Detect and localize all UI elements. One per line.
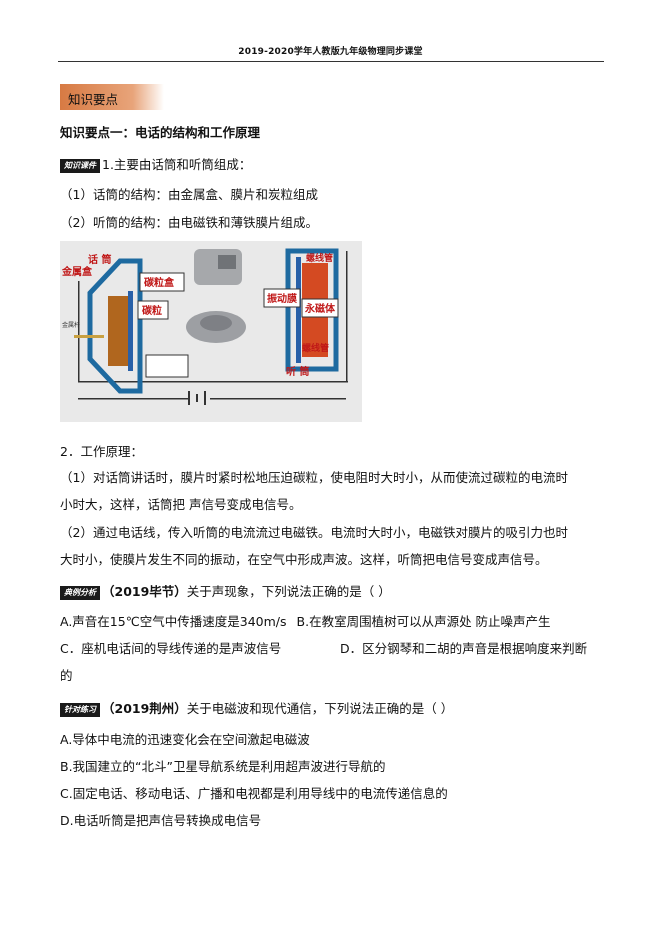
label-metal-rod: 金属杆 bbox=[62, 321, 80, 329]
section-tag-label: 知识要点 bbox=[68, 92, 119, 107]
example-question-row: 典例分析（2019毕节）关于声现象，下列说法正确的是（ ） bbox=[60, 581, 391, 600]
practice-source: （2019荆州） bbox=[102, 701, 187, 716]
point-title: 知识要点一：电话的结构和工作原理 bbox=[60, 125, 261, 140]
item1-sub1: （1）话筒的结构：由金属盒、膜片和炭粒组成 bbox=[60, 187, 318, 202]
label-mic: 话 筒 bbox=[88, 253, 111, 266]
page-header: 2019-2020学年人教版九年级物理同步课堂 bbox=[238, 47, 423, 57]
item1-title: 1.主要由话筒和听筒组成： bbox=[102, 157, 252, 172]
example-options-ab: A.声音在15℃空气中传播速度是340m/s B.在教室周围植树可以从声源处 防止… bbox=[60, 611, 551, 630]
example-option-b: B.在教室周围植树可以从声源处 防止噪声产生 bbox=[296, 614, 551, 629]
item2-p2-l2: 大时小，使膜片发生不同的振动，在空气中形成声波。这样，听筒把电信号变成声信号。 bbox=[60, 552, 548, 567]
item2-title: 2．工作原理： bbox=[60, 444, 143, 459]
label-metal-box: 金属盒 bbox=[61, 265, 93, 278]
practice-option-c: C.固定电话、移动电话、广播和电视都是利用导线中的电流传递信息的 bbox=[60, 786, 448, 801]
example-option-d-cont: 的 bbox=[60, 668, 73, 683]
example-option-a: A.声音在15℃空气中传播速度是340m/s bbox=[60, 614, 287, 629]
carbon-granules bbox=[108, 296, 128, 366]
header-rule bbox=[58, 61, 604, 62]
example-option-c: C．座机电话间的导线传递的是声波信号 bbox=[60, 641, 282, 656]
example-source: （2019毕节） bbox=[102, 584, 187, 599]
label-coil-top: 螺线管 bbox=[306, 252, 333, 264]
label-carbon: 碳粒 bbox=[142, 304, 162, 317]
example-option-d: D．区分钢琴和二胡的声音是根据响度来判断 bbox=[340, 641, 588, 656]
example-question: 关于声现象，下列说法正确的是（ ） bbox=[186, 584, 391, 599]
battery-icon bbox=[188, 391, 190, 405]
metal-rod bbox=[74, 335, 104, 338]
practice-stamp: 针对练习 bbox=[60, 702, 100, 717]
label-carbon-box: 碳粒盒 bbox=[144, 276, 175, 289]
practice-option-b: B.我国建立的“北斗”卫星导航系统是利用超声波进行导航的 bbox=[60, 759, 386, 774]
item2-p1-l1: （1）对话筒讲话时，膜片时紧时松地压迫碳粒，使电阻时大时小，从而使流过碳粒的电流… bbox=[60, 470, 568, 485]
knowledge-stamp: 知识课件 bbox=[60, 158, 100, 173]
telephone-structure-figure: 话 筒 金属盒 金属杆 碳粒盒 碳粒 螺线管 振动膜 永磁体 螺线管 听 筒 bbox=[60, 241, 362, 422]
practice-option-d: D.电话听筒是把声信号转换成电信号 bbox=[60, 813, 262, 828]
label-receiver: 听 筒 bbox=[286, 365, 309, 378]
practice-question-row: 针对练习（2019荆州）关于电磁波和现代通信，下列说法正确的是（ ） bbox=[60, 698, 453, 717]
example-stamp: 典例分析 bbox=[60, 585, 100, 600]
practice-option-a: A.导体中电流的迅速变化会在空间激起电磁波 bbox=[60, 732, 310, 747]
item2-p1-l2: 小时大，这样，话筒把 声信号变成电信号。 bbox=[60, 497, 302, 512]
label-coil-bottom: 螺线管 bbox=[302, 342, 329, 354]
label-diaphragm: 振动膜 bbox=[267, 292, 297, 305]
section-tag: 知识要点 bbox=[60, 84, 164, 110]
item1-sub2: （2）听筒的结构：由电磁铁和薄铁膜片组成。 bbox=[60, 215, 318, 230]
item2-p2-l1: （2）通过电话线，传入听筒的电流流过电磁铁。电流时大时小，电磁铁对膜片的吸引力也… bbox=[60, 525, 568, 540]
telephone-diagram: 话 筒 金属盒 金属杆 碳粒盒 碳粒 螺线管 振动膜 永磁体 螺线管 听 筒 bbox=[61, 248, 348, 405]
label-magnet: 永磁体 bbox=[304, 302, 336, 315]
practice-question: 关于电磁波和现代通信，下列说法正确的是（ ） bbox=[186, 701, 454, 716]
